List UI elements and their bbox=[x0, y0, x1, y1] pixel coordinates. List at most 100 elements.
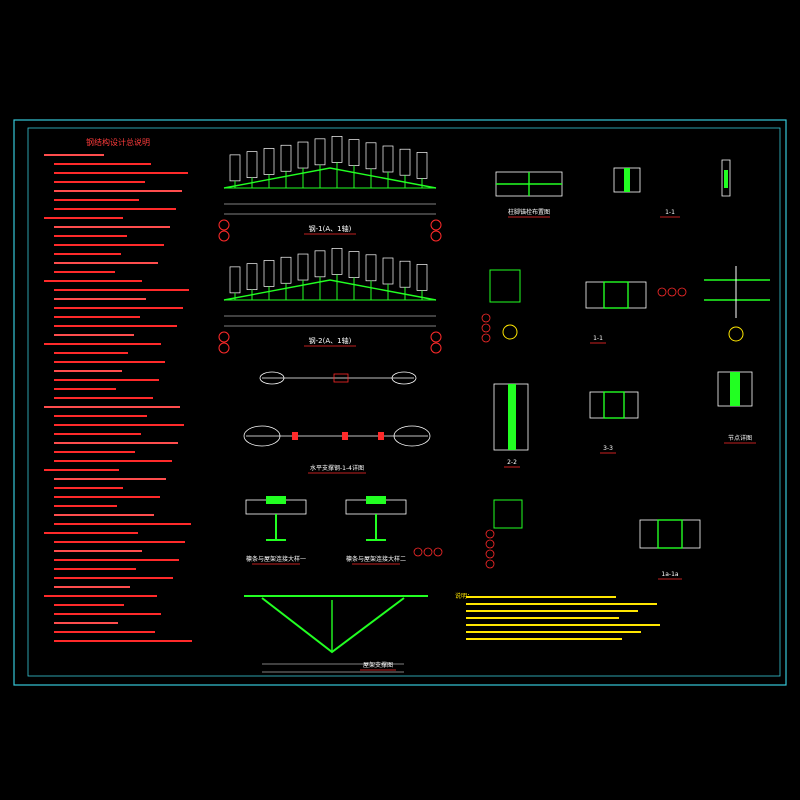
tie-rod-lower-red-1 bbox=[292, 432, 298, 440]
notes-line bbox=[44, 280, 142, 282]
notes-line bbox=[54, 622, 118, 624]
detail-b-ref-12 bbox=[433, 547, 443, 557]
frame-1-axis-c bbox=[218, 230, 230, 242]
yellow-note-line bbox=[466, 617, 619, 619]
notes-line bbox=[54, 496, 160, 498]
notes-line bbox=[54, 199, 139, 201]
node-detail-2: 1-1 bbox=[585, 281, 687, 344]
frame-1-caption: 钢-1(A、1轴) bbox=[309, 224, 352, 233]
frame-1-axis-3 bbox=[430, 219, 442, 231]
tie-rod-lower-left-eye bbox=[243, 425, 281, 447]
notes-line bbox=[54, 370, 122, 372]
purlin bbox=[297, 141, 309, 169]
node-1-axis-1 bbox=[481, 313, 491, 323]
notes-line bbox=[54, 514, 154, 516]
top-section-2 bbox=[721, 159, 731, 197]
purlin bbox=[246, 151, 258, 179]
tie-rod-lower-red-3 bbox=[378, 432, 384, 440]
notes-line bbox=[54, 172, 188, 174]
purlin bbox=[365, 142, 377, 170]
notes-line bbox=[54, 523, 191, 525]
frame-2-caption: 钢-2(A、1轴) bbox=[309, 336, 352, 345]
frame-1-dim-line bbox=[224, 203, 436, 215]
purlin bbox=[229, 266, 241, 294]
tie-rod-lower-red-2 bbox=[342, 432, 348, 440]
purlin-connection-detail-a: 檩条与屋架连接大样一 bbox=[245, 496, 307, 565]
node-1-plate bbox=[489, 269, 521, 303]
node-detail-6: 节点详图 bbox=[717, 371, 756, 444]
node-7-axis-2 bbox=[485, 539, 495, 549]
notes-line bbox=[54, 397, 153, 399]
node-7-axis-1 bbox=[485, 529, 495, 539]
notes-line bbox=[54, 388, 116, 390]
purlin bbox=[314, 250, 326, 278]
node-7-plate bbox=[493, 499, 523, 529]
node-detail-3 bbox=[704, 266, 770, 342]
node-3-ref-bubble bbox=[728, 326, 744, 342]
notes-line bbox=[54, 379, 159, 381]
purlin bbox=[382, 257, 394, 285]
frame-1-top-chord bbox=[223, 167, 437, 189]
top-section-1: 1-1 bbox=[613, 167, 680, 218]
notes-line bbox=[54, 226, 170, 228]
node-3-column bbox=[704, 279, 770, 301]
purlin bbox=[399, 148, 411, 176]
tie-rod-caption: 水平支撑钢-1-4详图 bbox=[310, 464, 364, 472]
notes-line bbox=[44, 217, 123, 219]
notes-line bbox=[54, 253, 121, 255]
frame-2-axis-c bbox=[218, 342, 230, 354]
tie-rod-detail: 水平支撑钢-1-4详图 bbox=[243, 371, 431, 474]
yellow-notes-lines bbox=[466, 596, 660, 640]
node-detail-5: 3-3 bbox=[589, 391, 639, 454]
purlin bbox=[348, 139, 360, 166]
notes-line bbox=[54, 577, 173, 579]
notes-line bbox=[54, 433, 141, 435]
notes-line bbox=[54, 478, 166, 480]
yellow-note-line bbox=[466, 624, 660, 626]
brace-dim-lines bbox=[262, 663, 404, 673]
notes-line bbox=[44, 343, 161, 345]
yellow-note-line bbox=[466, 603, 657, 605]
detail-a-plate bbox=[266, 496, 286, 504]
frame-elevation-1: 钢-1(A、1轴) bbox=[218, 136, 442, 242]
node-7-axis-3 bbox=[485, 549, 495, 559]
notes-line bbox=[54, 262, 158, 264]
node-detail-4: 2-2 bbox=[493, 383, 529, 468]
purlin bbox=[263, 260, 275, 287]
notes-text-lines bbox=[44, 154, 192, 642]
node-1-axis-3 bbox=[481, 333, 491, 343]
node-detail-8: 1a-1a bbox=[639, 519, 701, 580]
notes-line bbox=[54, 307, 183, 309]
notes-line bbox=[54, 352, 128, 354]
notes-line bbox=[54, 460, 172, 462]
frame-2-axis-3 bbox=[430, 331, 442, 343]
node-detail-1 bbox=[481, 269, 521, 343]
notes-line bbox=[54, 163, 151, 165]
frame-1-axis-a bbox=[218, 219, 230, 231]
purlin bbox=[297, 253, 309, 281]
node-2-ref-1 bbox=[657, 287, 667, 297]
node-2-green bbox=[603, 281, 629, 309]
drawing-border bbox=[13, 119, 787, 686]
notes-title: 钢结构设计总说明 bbox=[86, 137, 150, 147]
detail-b-ref-10 bbox=[413, 547, 423, 557]
purlin bbox=[348, 251, 360, 278]
detail-a-caption: 檩条与屋架连接大样一 bbox=[246, 555, 306, 563]
notes-line bbox=[54, 271, 115, 273]
tie-rod-upper-turnbuckle bbox=[333, 373, 349, 383]
anchor-plan-caption: 柱脚锚栓布置图 bbox=[508, 208, 550, 216]
notes-line bbox=[54, 550, 142, 552]
detail-b-ref-11 bbox=[423, 547, 433, 557]
notes-line bbox=[54, 640, 192, 642]
frame-1-purlins bbox=[229, 136, 428, 188]
top-section-1-caption: 1-1 bbox=[665, 209, 675, 216]
roof-brace-detail: 屋架支撑图 bbox=[244, 595, 428, 673]
purlin-connection-detail-b: 檩条与屋架连接大样二 bbox=[345, 496, 443, 565]
brace-caption: 屋架支撑图 bbox=[363, 661, 393, 669]
purlin bbox=[263, 148, 275, 175]
notes-line bbox=[54, 604, 124, 606]
frame-2-purlins bbox=[229, 248, 428, 300]
notes-line bbox=[54, 442, 178, 444]
notes-line bbox=[54, 451, 135, 453]
purlin bbox=[229, 154, 241, 182]
